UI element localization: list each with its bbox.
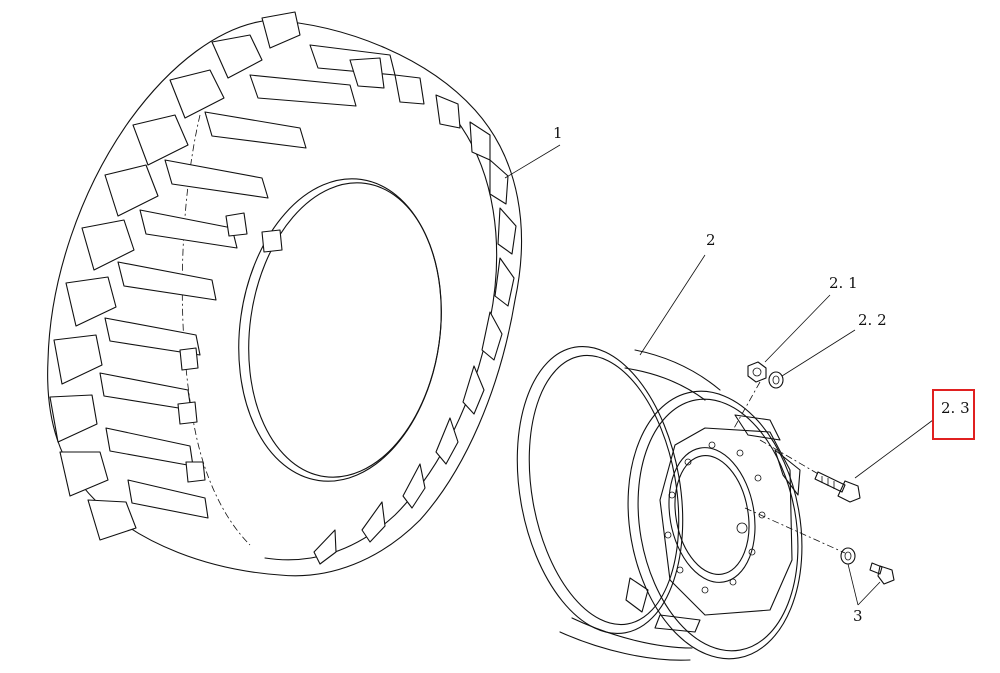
tractor-tire-icon	[47, 11, 523, 577]
hex-nut-icon	[747, 361, 767, 383]
leader-lines	[504, 144, 934, 606]
callout-washer: 2. 2	[858, 311, 887, 329]
wheel-bolt-icon	[814, 471, 861, 503]
callout-bolt: 2. 3	[941, 399, 970, 417]
wheel-rim-icon	[516, 345, 803, 661]
highlight-box	[932, 389, 975, 440]
valve-assembly-icon	[840, 547, 895, 585]
washer-icon	[768, 371, 784, 389]
callout-tire: 1	[553, 124, 563, 142]
callout-rim: 2	[706, 231, 716, 249]
callout-nut: 2. 1	[829, 274, 858, 292]
callout-valve: 3	[853, 607, 863, 625]
